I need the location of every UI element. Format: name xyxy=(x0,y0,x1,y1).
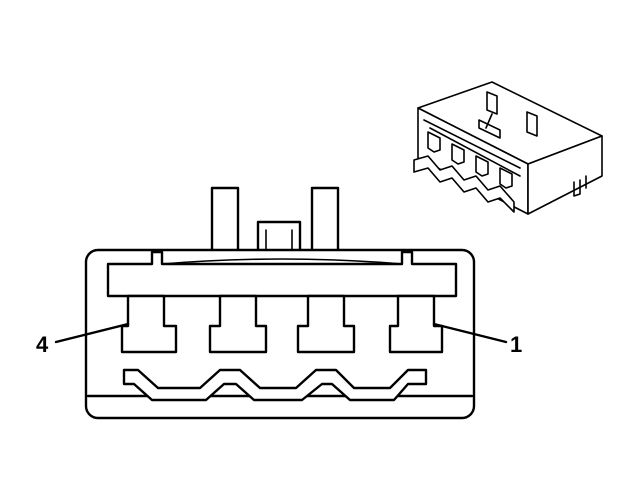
keying-rail xyxy=(122,368,428,402)
connector-front-view: 4 1 xyxy=(36,186,522,420)
terminal-cavity-1 xyxy=(388,294,444,354)
terminal-cavity-3 xyxy=(208,294,268,354)
connector-isometric-view xyxy=(413,81,603,215)
terminal-cavity-2 xyxy=(296,294,356,354)
terminal-bar xyxy=(106,250,458,298)
pin-1-leader xyxy=(432,322,508,344)
left-latch-post xyxy=(210,186,240,254)
pin-4-label: 4 xyxy=(36,332,49,357)
pin-4-leader xyxy=(54,322,130,344)
right-latch-post xyxy=(310,186,340,254)
pin-1-label: 1 xyxy=(510,332,522,357)
terminal-cavity-4 xyxy=(120,294,178,354)
